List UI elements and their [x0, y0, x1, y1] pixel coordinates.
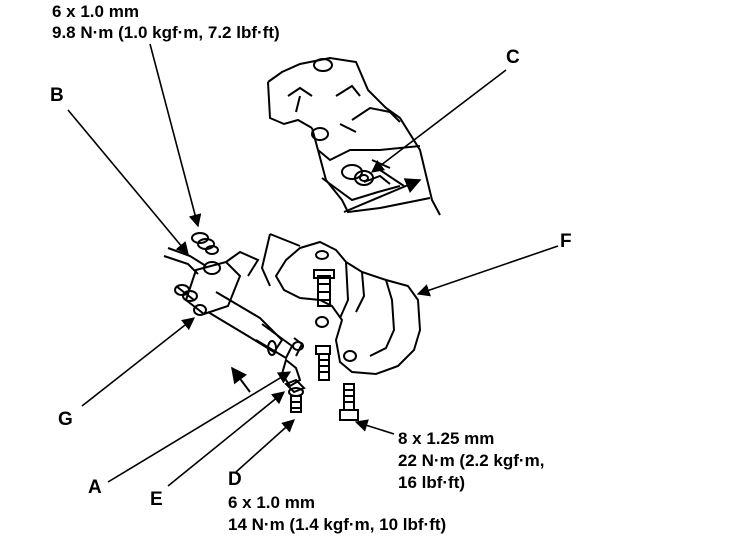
bleeder-screw — [174, 284, 198, 302]
leader-a — [107, 371, 292, 483]
bracket-bolt-8mm — [339, 383, 359, 421]
pushrod-clip-a — [280, 337, 304, 388]
bolt-c — [354, 170, 374, 186]
leader-top-spec — [149, 43, 202, 228]
right-spec-torque-line2: 16 lbf·ft) — [398, 473, 466, 492]
leader-e — [167, 391, 285, 487]
transmission-housing — [267, 56, 441, 216]
leader-right-spec — [354, 419, 395, 435]
callout-c: C — [506, 47, 520, 68]
clip-washer-e — [284, 378, 306, 394]
leader-f — [416, 245, 559, 297]
hose-bolt-top — [191, 232, 219, 255]
top-spec-torque: 9.8 N·m (1.0 kgf·m, 7.2 lbf·ft) — [52, 23, 280, 42]
leader-lines — [67, 43, 559, 487]
clip-bolt-d — [288, 387, 304, 413]
callout-f: F — [560, 231, 572, 252]
callout-d: D — [228, 469, 242, 490]
bracket-bolt-upper — [313, 269, 335, 307]
callout-b: B — [50, 85, 64, 106]
bottom-spec-torque: 14 N·m (1.4 kgf·m, 10 lbf·ft) — [228, 515, 447, 534]
slave-cylinder-g — [184, 250, 294, 360]
callout-g: G — [58, 409, 73, 430]
leader-g — [81, 317, 196, 407]
leader-c — [370, 69, 507, 173]
top-spec-size: 6 x 1.0 mm — [52, 2, 139, 21]
bracket-bolt-middle — [315, 345, 331, 381]
bracket-f — [260, 233, 422, 376]
callout-a: A — [88, 477, 102, 498]
bottom-spec-size: 6 x 1.0 mm — [228, 493, 315, 512]
fluid-line-fitting-b — [163, 247, 221, 275]
right-spec-torque-line1: 22 N·m (2.2 kgf·m, — [398, 451, 545, 470]
leader-d — [235, 419, 295, 473]
leader-b — [67, 109, 189, 255]
callout-e: E — [150, 489, 163, 510]
right-spec-size: 8 x 1.25 mm — [398, 429, 495, 448]
